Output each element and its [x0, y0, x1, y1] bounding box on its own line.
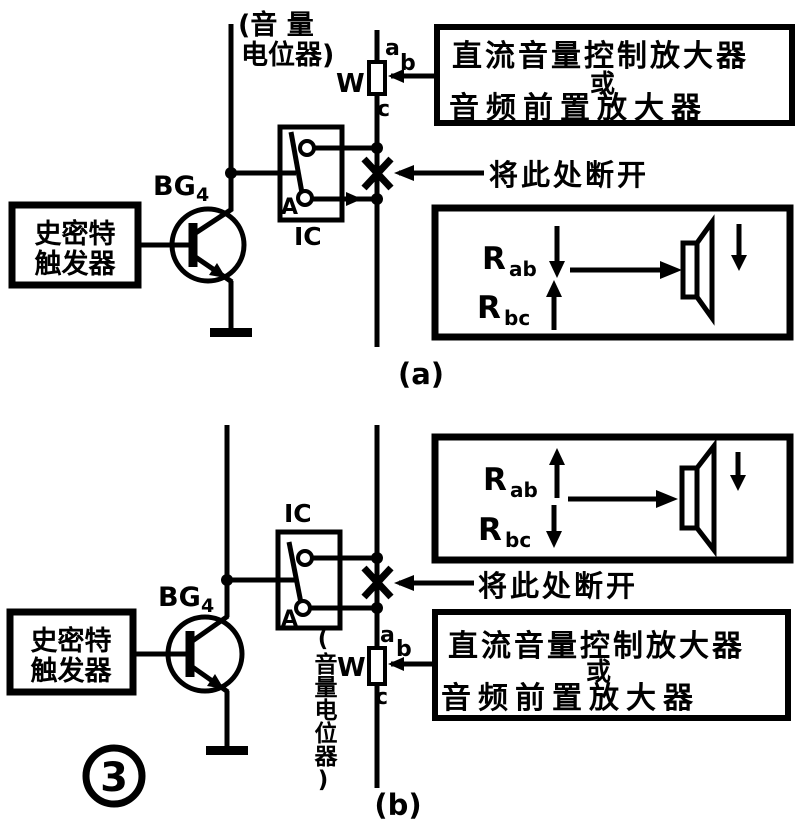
wiper-label: W — [336, 69, 365, 99]
wiper-arrow-icon — [388, 69, 404, 83]
terminal-c-label: c — [377, 97, 390, 122]
rab-subscript: ab — [510, 478, 538, 502]
rab-symbol: R — [482, 241, 506, 277]
amp-box-line1: 直流音量控制放大器 — [452, 39, 749, 74]
wire-direction-arrow-icon — [346, 192, 362, 206]
caption-b: (b) — [374, 788, 421, 822]
contact-a-label: A — [281, 607, 298, 632]
junction-dot — [371, 193, 383, 205]
speaker-icon — [679, 465, 700, 531]
amp-box-or: 或 — [586, 657, 611, 686]
amplifier-box — [432, 609, 791, 721]
ground-icon — [206, 746, 248, 755]
switch-contact-top — [298, 139, 316, 157]
speaker-cone-icon — [694, 214, 715, 326]
schmitt-box-line1: 史密特 — [35, 218, 116, 250]
callout-arrowhead-icon — [394, 165, 414, 181]
ic-label: IC — [284, 499, 312, 528]
rab-subscript: ab — [509, 257, 537, 281]
amp-box-or: 或 — [590, 69, 615, 98]
terminal-a-label: a — [385, 36, 400, 61]
rbc-down-arrowhead-icon — [546, 531, 562, 548]
rbc-symbol: R — [478, 512, 502, 548]
ic-switch-box — [275, 529, 343, 631]
speaker-icon — [680, 240, 700, 300]
junction-dot — [225, 167, 237, 179]
caption-a: (a) — [398, 357, 444, 391]
schmitt-box-line2: 触发器 — [31, 655, 113, 687]
junction-dot — [371, 552, 383, 564]
junction-dot — [221, 574, 233, 586]
figure-number: 3 — [100, 755, 128, 801]
volume-down-arrowhead-icon — [730, 475, 746, 491]
pot-title-vertical: (音量电位器) — [310, 626, 336, 793]
schmitt-box-line2: 触发器 — [35, 248, 117, 280]
potentiometer-body — [367, 646, 387, 686]
pot-title-line1: (音 量 — [238, 9, 314, 41]
emitter-arrow-icon — [209, 263, 226, 278]
contact-a-label: A — [281, 195, 298, 220]
diagram-a: (音 量 电位器) a b W c 直流音量控制放大器 或 音频前置放大器 将此… — [8, 9, 795, 391]
rbc-up-arrowhead-icon — [546, 280, 562, 297]
switch-contact-bottom — [294, 599, 312, 617]
rbc-subscript: bc — [505, 528, 531, 552]
rbc-subscript: bc — [504, 306, 530, 330]
transistor-label: BG — [153, 171, 196, 202]
collector-lead — [192, 206, 234, 237]
wiper-arrow-icon — [388, 657, 404, 671]
speaker-cone-icon — [695, 438, 717, 558]
schmitt-trigger-box — [8, 201, 142, 289]
resistance-effect-box — [431, 204, 794, 341]
transistor-label-sub: 4 — [196, 184, 209, 206]
rab-down-arrowhead-icon — [549, 261, 565, 278]
break-x-mark — [361, 565, 394, 600]
schmitt-box-line1: 史密特 — [31, 625, 112, 657]
callout-arrowhead-icon — [394, 575, 414, 591]
rab-symbol: R — [483, 462, 507, 498]
resistance-effect-box — [431, 433, 794, 564]
switch-contact-top — [296, 549, 314, 567]
schmitt-trigger-box — [6, 608, 137, 696]
implies-arrowhead-icon — [660, 261, 682, 279]
wiper-label: W — [337, 653, 366, 683]
amplifier-box — [434, 24, 795, 126]
transistor-label: BG — [158, 582, 201, 613]
rbc-symbol: R — [477, 290, 501, 326]
ground-icon — [210, 328, 252, 337]
implies-arrowhead-icon — [656, 490, 678, 508]
switch-lever — [286, 541, 304, 604]
rab-up-arrowhead-icon — [549, 448, 565, 465]
terminal-c-label: c — [375, 685, 388, 710]
break-x-mark — [361, 156, 394, 191]
amp-box-line3: 音频前置放大器 — [449, 91, 708, 126]
pot-title-line2: 电位器) — [241, 39, 334, 71]
collector-lead — [189, 613, 230, 645]
terminal-b-label: b — [396, 637, 412, 662]
ic-label: IC — [294, 222, 322, 251]
junction-dot — [371, 142, 383, 154]
junction-dot — [371, 602, 383, 614]
diagram-b: IC A BG 4 史密特 触发器 a b W c 直流音量控制放大器 或 音频… — [6, 425, 794, 822]
terminal-a-label: a — [380, 623, 395, 648]
figure-number-circle — [82, 744, 146, 808]
switch-lever — [288, 131, 305, 194]
volume-down-arrowhead-icon — [731, 255, 747, 271]
switch-contact-bottom — [296, 189, 314, 207]
amp-box-line1: 直流音量控制放大器 — [448, 629, 745, 664]
amp-box-line3: 音频前置放大器 — [441, 681, 700, 716]
break-note-label: 将此处断开 — [489, 158, 649, 192]
ic-switch-box — [277, 124, 345, 223]
break-note-label: 将此处断开 — [478, 569, 638, 603]
potentiometer-body — [367, 60, 387, 96]
emitter-arrow-icon — [207, 674, 224, 689]
transistor-label-sub: 4 — [201, 595, 214, 617]
terminal-b-label: b — [400, 51, 416, 76]
